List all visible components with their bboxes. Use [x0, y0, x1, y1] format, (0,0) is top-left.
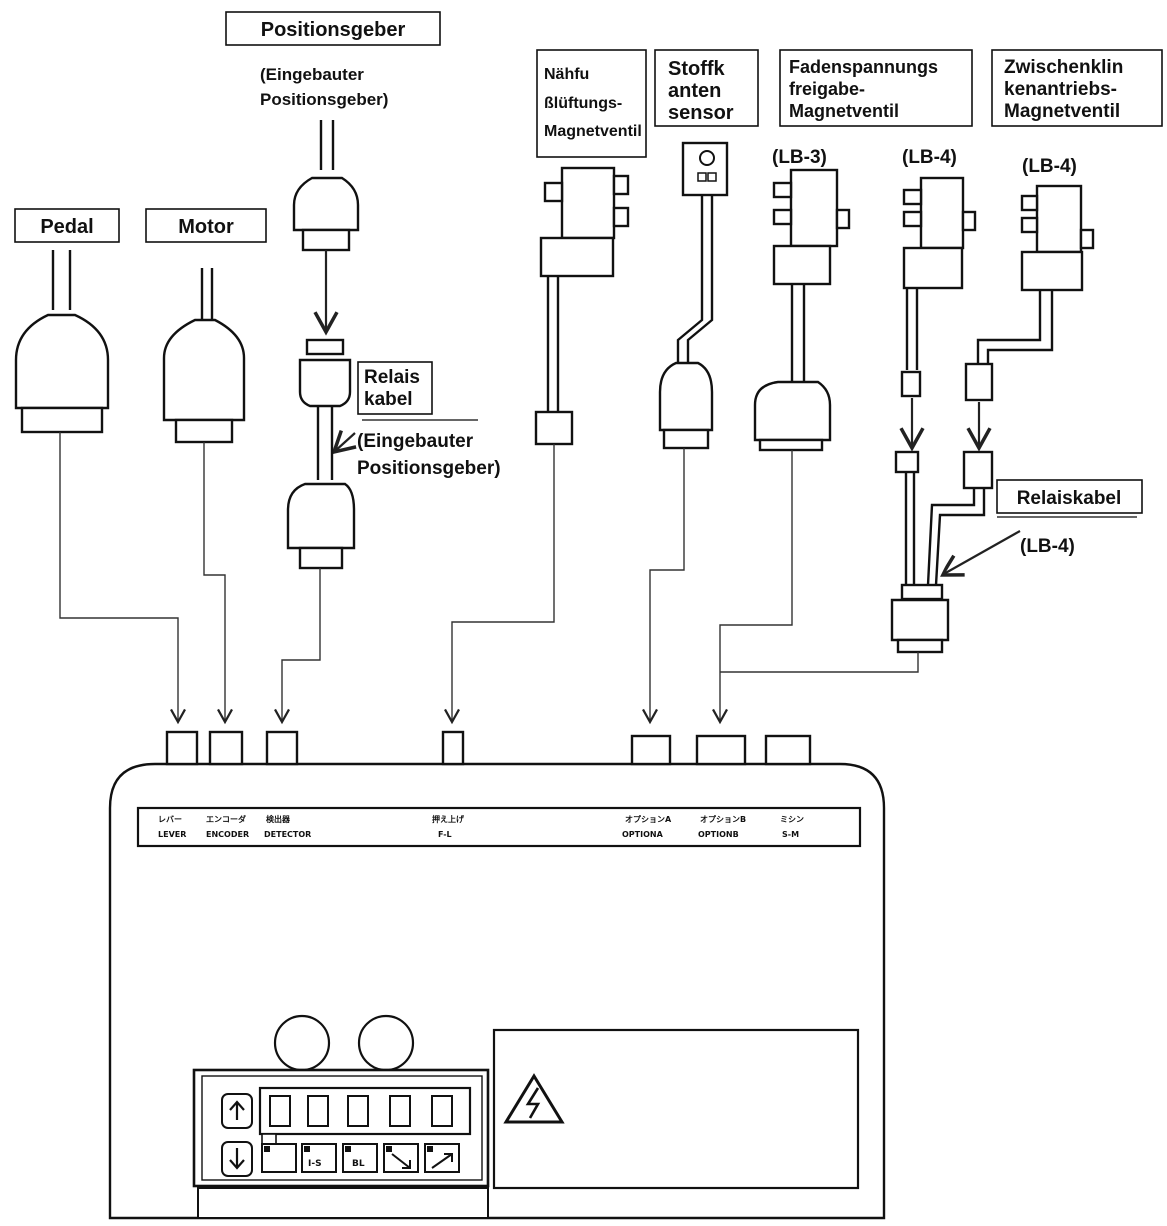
svg-text:freigabe-: freigabe-	[789, 79, 865, 99]
relais-cable	[286, 338, 356, 570]
zwischenklinken-valve-lb4	[964, 184, 1095, 402]
svg-text:オプションA: オプションA	[625, 814, 672, 824]
svg-text:I-S: I-S	[308, 1159, 322, 1169]
down-arrow-button[interactable]	[221, 1141, 253, 1177]
label-pedal: Pedal	[14, 208, 120, 243]
pedal-connector	[14, 250, 110, 434]
svg-text:オプションB: オプションB	[700, 814, 746, 824]
port-detector[interactable]	[265, 730, 299, 766]
control-box: レバー LEVER エンコーダ ENCODER 検出器 DETECTOR 押え上…	[108, 730, 886, 1220]
svg-text:検出器: 検出器	[266, 814, 291, 824]
svg-text:kenantriebs-: kenantriebs-	[1004, 79, 1117, 100]
key-arrow-down-right-button[interactable]	[383, 1143, 419, 1173]
svg-text:押え上げ: 押え上げ	[432, 814, 465, 824]
up-arrow-button[interactable]	[221, 1093, 253, 1129]
port-sm[interactable]	[764, 734, 812, 766]
svg-text:BL: BL	[352, 1159, 365, 1169]
label-relais-kabel: Relais kabel	[357, 361, 433, 415]
svg-text:Zwischenklin: Zwischenklin	[1004, 57, 1123, 78]
port-encoder[interactable]	[208, 730, 244, 766]
port-fl[interactable]	[441, 730, 465, 766]
key-is-button[interactable]: I-S	[301, 1143, 337, 1173]
svg-text:Pedal: Pedal	[40, 216, 93, 238]
svg-text:DETECTOR: DETECTOR	[264, 830, 311, 839]
label-relaiskabel: Relaiskabel	[996, 479, 1143, 514]
label-eingebauter-positionsgeber-mid: (Eingebauter Positionsgeber)	[357, 431, 501, 479]
key-a-button[interactable]	[261, 1143, 297, 1173]
knob-right[interactable]	[357, 1014, 415, 1072]
svg-text:Relais: Relais	[364, 367, 420, 388]
label-lb3: (LB-3)	[772, 147, 827, 168]
display-digits	[269, 1095, 453, 1127]
svg-text:S-M: S-M	[782, 830, 799, 839]
port-optionb[interactable]	[695, 734, 747, 766]
svg-text:Magnetventil: Magnetventil	[544, 123, 642, 140]
svg-text:Nähfu: Nähfu	[544, 66, 589, 83]
fadenspannung-valve-lb3	[753, 168, 851, 452]
svg-text:LEVER: LEVER	[158, 830, 186, 839]
label-lb4-fadenspannung: (LB-4)	[902, 147, 957, 168]
svg-text:ENCODER: ENCODER	[206, 830, 249, 839]
svg-text:Magnetventil: Magnetventil	[789, 101, 899, 121]
svg-text:Stoffk: Stoffk	[668, 58, 726, 80]
port-lever[interactable]	[165, 730, 199, 766]
svg-text:kabel: kabel	[364, 389, 413, 410]
svg-text:Relaiskabel: Relaiskabel	[1017, 488, 1122, 509]
svg-text:F-L: F-L	[438, 830, 452, 839]
knob-left[interactable]	[273, 1014, 331, 1072]
port-optiona[interactable]	[630, 734, 672, 766]
label-lb4-relaiskabel: (LB-4)	[1020, 536, 1075, 557]
label-naehfuss-magnetventil: Nähfu ßlüftungs- Magnetventil	[536, 49, 647, 158]
key-bl-button[interactable]: BL	[342, 1143, 378, 1173]
svg-text:レバー: レバー	[158, 815, 182, 824]
stoffkanten-sensor	[658, 141, 729, 450]
svg-text:Magnetventil: Magnetventil	[1004, 101, 1120, 122]
svg-text:sensor: sensor	[668, 102, 734, 124]
motor-connector	[162, 268, 246, 444]
label-motor: Motor	[145, 208, 267, 243]
high-voltage-warning-icon	[503, 1073, 565, 1124]
svg-text:Fadenspannungs: Fadenspannungs	[789, 57, 938, 77]
label-fadenspannung-magnetventil: Fadenspannungs freigabe- Magnetventil	[779, 49, 973, 127]
svg-text:エンコーダ: エンコーダ	[206, 814, 246, 824]
naehfuss-valve	[534, 166, 630, 446]
relaiskabel-lb4	[890, 450, 994, 654]
svg-text:Positionsgeber): Positionsgeber)	[260, 90, 388, 109]
svg-text:ミシン: ミシン	[780, 815, 804, 824]
svg-text:(Eingebauter: (Eingebauter	[260, 65, 364, 84]
positionsgeber-connector-top	[292, 120, 360, 252]
label-eingebauter-positionsgeber-top: (Eingebauter Positionsgeber)	[260, 65, 388, 109]
key-arrow-up-right-button[interactable]	[424, 1143, 460, 1173]
port-label-strip	[136, 806, 862, 848]
port-labels: レバー LEVER エンコーダ ENCODER 検出器 DETECTOR 押え上…	[158, 814, 804, 839]
svg-text:Positionsgeber): Positionsgeber)	[357, 458, 501, 479]
label-zwischenklinken-magnetventil: Zwischenklin kenantriebs- Magnetventil	[991, 49, 1163, 127]
label-positionsgeber: Positionsgeber	[225, 11, 441, 46]
svg-text:anten: anten	[668, 80, 721, 102]
fadenspannung-valve-lb4	[900, 176, 977, 398]
svg-text:OPTIONB: OPTIONB	[698, 830, 739, 839]
svg-text:ßlüftungs-: ßlüftungs-	[544, 95, 622, 112]
svg-text:Motor: Motor	[178, 216, 234, 238]
svg-text:OPTIONA: OPTIONA	[622, 830, 664, 839]
label-stoffkantensensor: Stoffk anten sensor	[654, 49, 759, 127]
svg-text:(Eingebauter: (Eingebauter	[357, 431, 474, 452]
operation-panel: I-S BL	[192, 1068, 490, 1219]
svg-text:Positionsgeber: Positionsgeber	[261, 19, 406, 41]
label-lb4-zwischenklinken: (LB-4)	[1022, 156, 1077, 177]
